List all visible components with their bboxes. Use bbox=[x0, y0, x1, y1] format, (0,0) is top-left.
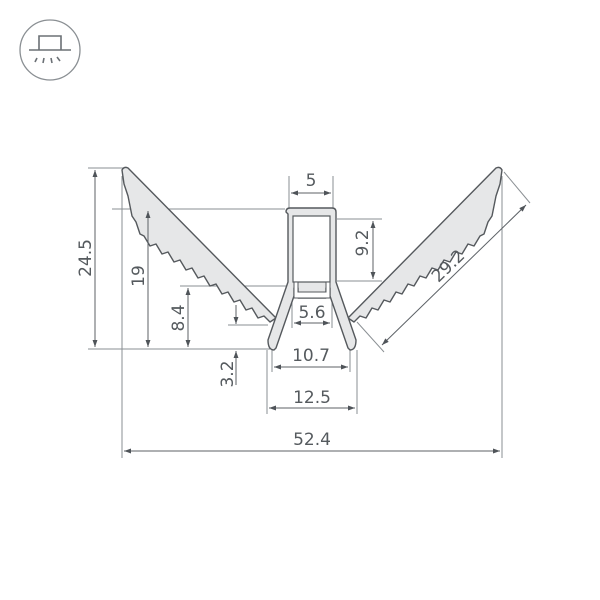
label-channel-height: 9.2 bbox=[353, 229, 373, 256]
dimension-lines bbox=[92, 170, 527, 454]
mounting-type-badge bbox=[19, 19, 81, 81]
insert-slot bbox=[293, 281, 331, 299]
label-inner-base-width: 10.7 bbox=[292, 346, 330, 366]
left-wing bbox=[121, 166, 277, 323]
label-inner-height: 8.4 bbox=[169, 304, 189, 331]
ceiling-light-icon bbox=[29, 35, 71, 64]
label-lip-height: 3.2 bbox=[218, 360, 238, 387]
dim-wing-length bbox=[381, 204, 527, 346]
label-wing-height: 19 bbox=[129, 265, 149, 287]
label-insert-width: 5.6 bbox=[298, 303, 325, 323]
label-total-height: 24.5 bbox=[76, 239, 96, 277]
channel-cavity bbox=[292, 215, 331, 283]
label-outer-base-width: 12.5 bbox=[293, 388, 331, 408]
label-top-width: 5 bbox=[306, 171, 317, 191]
channel-body bbox=[267, 207, 357, 351]
label-total-width: 52.4 bbox=[293, 430, 331, 450]
